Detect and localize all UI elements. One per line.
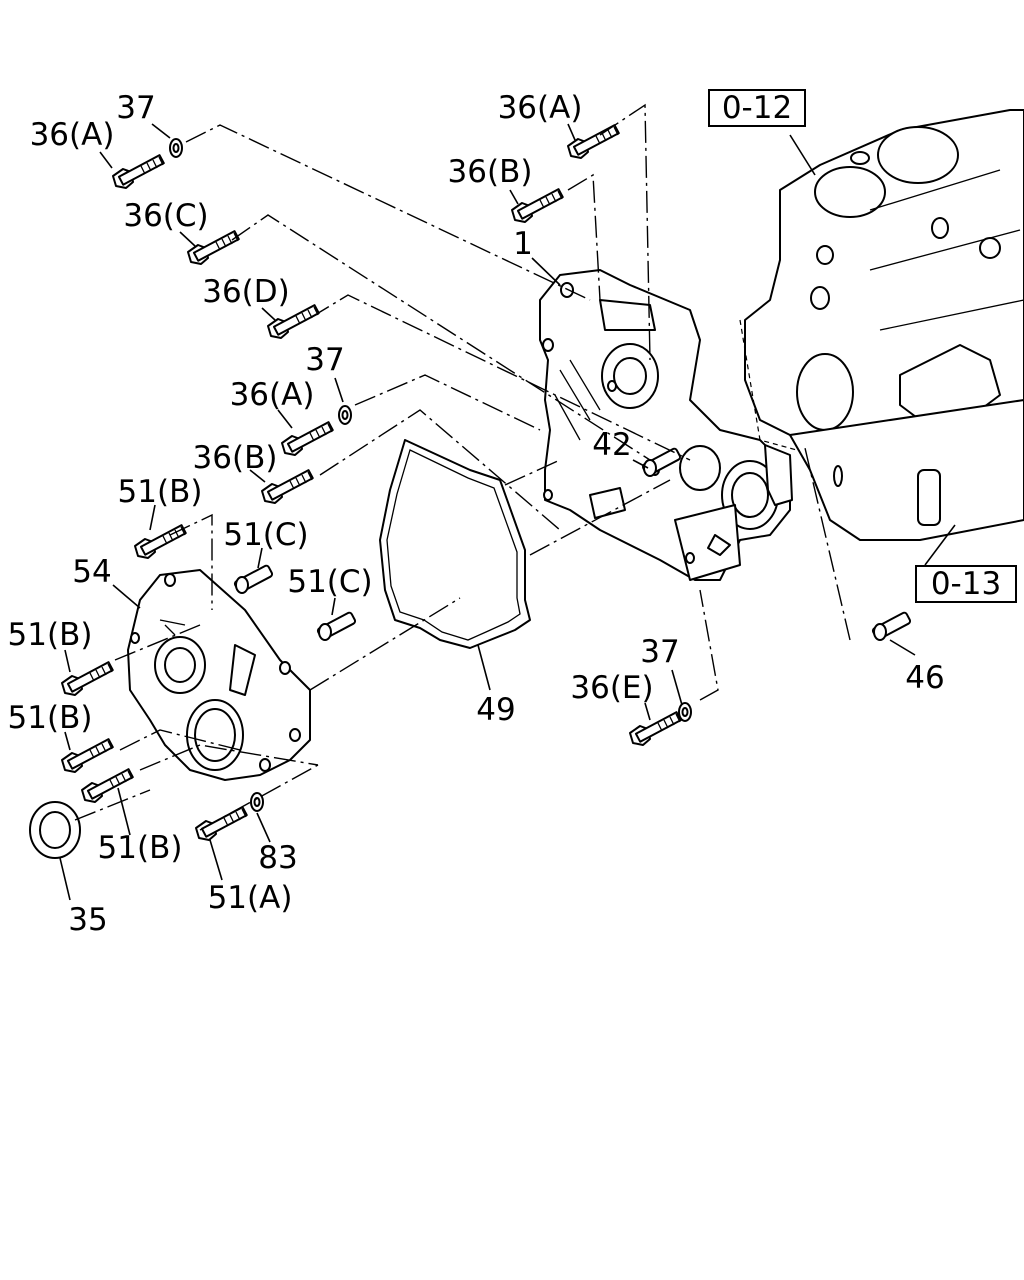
callout-51b: 51(B) (8, 617, 93, 653)
callout-51a: 51(A) (208, 880, 293, 916)
callout-51c: 51(C) (223, 517, 308, 553)
callout-36e: 36(E) (570, 670, 653, 706)
callout-labels: 37 36(A) 36(C) 36(D) 37 36(A) 36(B) 36(A… (8, 90, 945, 938)
reference-label-0-12: 0-12 (722, 90, 792, 126)
callout-51b: 51(B) (8, 700, 93, 736)
reference-box-0-12: 0-12 (708, 89, 806, 127)
callout-36d: 36(D) (202, 274, 290, 310)
callout-37: 37 (116, 90, 155, 126)
reference-label-0-13: 0-13 (931, 566, 1001, 602)
callout-36a: 36(A) (498, 90, 583, 126)
leader-lines (59, 123, 956, 901)
front-cover-icon (127, 569, 311, 781)
callout-51b: 51(B) (118, 474, 203, 510)
callout-42: 42 (592, 427, 631, 463)
callout-36a: 36(A) (230, 377, 315, 413)
timing-case-icon (539, 269, 793, 581)
callout-83: 83 (258, 840, 297, 876)
callout-37: 37 (305, 342, 344, 378)
callout-49: 49 (476, 692, 515, 728)
callout-36b: 36(B) (193, 440, 278, 476)
callout-35: 35 (68, 902, 107, 938)
gasket-icon (379, 439, 531, 649)
callout-46: 46 (905, 660, 944, 696)
engine-block-icon (739, 109, 1024, 541)
callout-51c: 51(C) (287, 564, 372, 600)
callout-36b: 36(B) (448, 154, 533, 190)
oil-seal-icon (29, 801, 81, 859)
callout-51b: 51(B) (98, 830, 183, 866)
callout-37: 37 (640, 634, 679, 670)
callout-54: 54 (72, 554, 111, 590)
assembly-lines (74, 103, 851, 831)
reference-box-0-13: 0-13 (915, 565, 1017, 603)
callout-1: 1 (513, 226, 533, 262)
callout-36a: 36(A) (30, 117, 115, 153)
callout-36c: 36(C) (123, 198, 208, 234)
